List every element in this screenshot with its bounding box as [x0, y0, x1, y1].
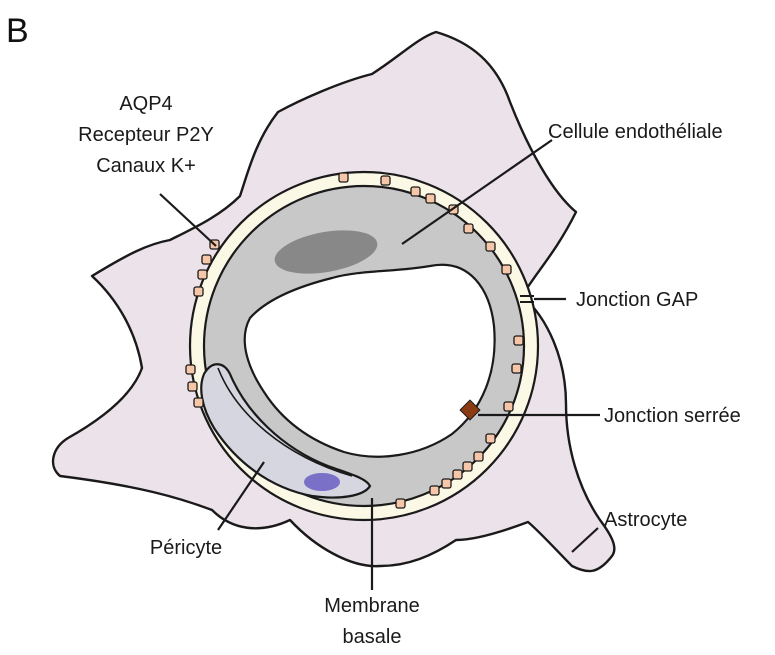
label-pericyte: Péricyte [150, 537, 222, 559]
channel-dot [186, 365, 195, 374]
channel-dot [339, 173, 348, 182]
channel-dot [504, 402, 513, 411]
label-membrane-line2: basale [343, 626, 402, 648]
channel-dot [396, 499, 405, 508]
channel-dot [464, 224, 473, 233]
channel-dot [188, 382, 197, 391]
channel-dot [411, 187, 420, 196]
label-endothelial: Cellule endothéliale [548, 121, 723, 143]
channel-dot [194, 287, 203, 296]
panel-letter: B [6, 12, 29, 50]
channel-dot [194, 398, 203, 407]
label-aqp4: AQP4 [119, 93, 172, 115]
channel-dot [486, 434, 495, 443]
channel-dot [202, 255, 211, 264]
channel-dot [381, 176, 390, 185]
channel-dot [512, 364, 521, 373]
channel-dot [463, 462, 472, 471]
channel-dot [453, 470, 462, 479]
label-tight-junction: Jonction serrée [604, 405, 741, 427]
pericyte-nucleus [304, 473, 340, 491]
label-astrocyte: Astrocyte [604, 509, 687, 531]
label-p2y: Recepteur P2Y [78, 124, 214, 146]
channel-dot [430, 486, 439, 495]
channel-dot [198, 270, 207, 279]
label-k-channels: Canaux K+ [96, 155, 196, 177]
label-membrane-line1: Membrane [324, 595, 420, 617]
channel-dot [502, 265, 511, 274]
channel-dot [474, 452, 483, 461]
channel-dot [442, 479, 451, 488]
channel-dot [514, 336, 523, 345]
channel-dot [426, 194, 435, 203]
channel-dot [486, 242, 495, 251]
label-gap-junction: Jonction GAP [576, 289, 698, 311]
